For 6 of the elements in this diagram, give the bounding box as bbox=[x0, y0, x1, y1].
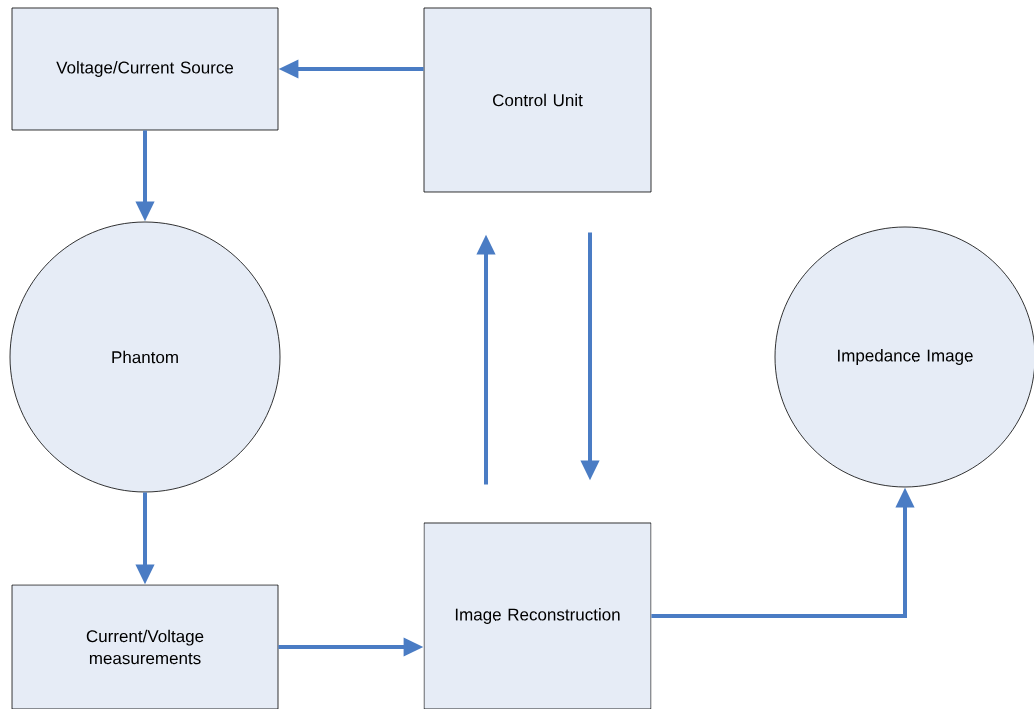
circle-node: Impedance Image bbox=[774, 226, 1034, 488]
process-box: Voltage/Current Source bbox=[11, 7, 279, 131]
process-box: Image Reconstruction bbox=[423, 522, 652, 709]
process-box: Control Unit bbox=[423, 7, 652, 193]
circle-node: Phantom bbox=[9, 221, 281, 493]
process-box: Current/Voltage measurements bbox=[11, 584, 279, 709]
